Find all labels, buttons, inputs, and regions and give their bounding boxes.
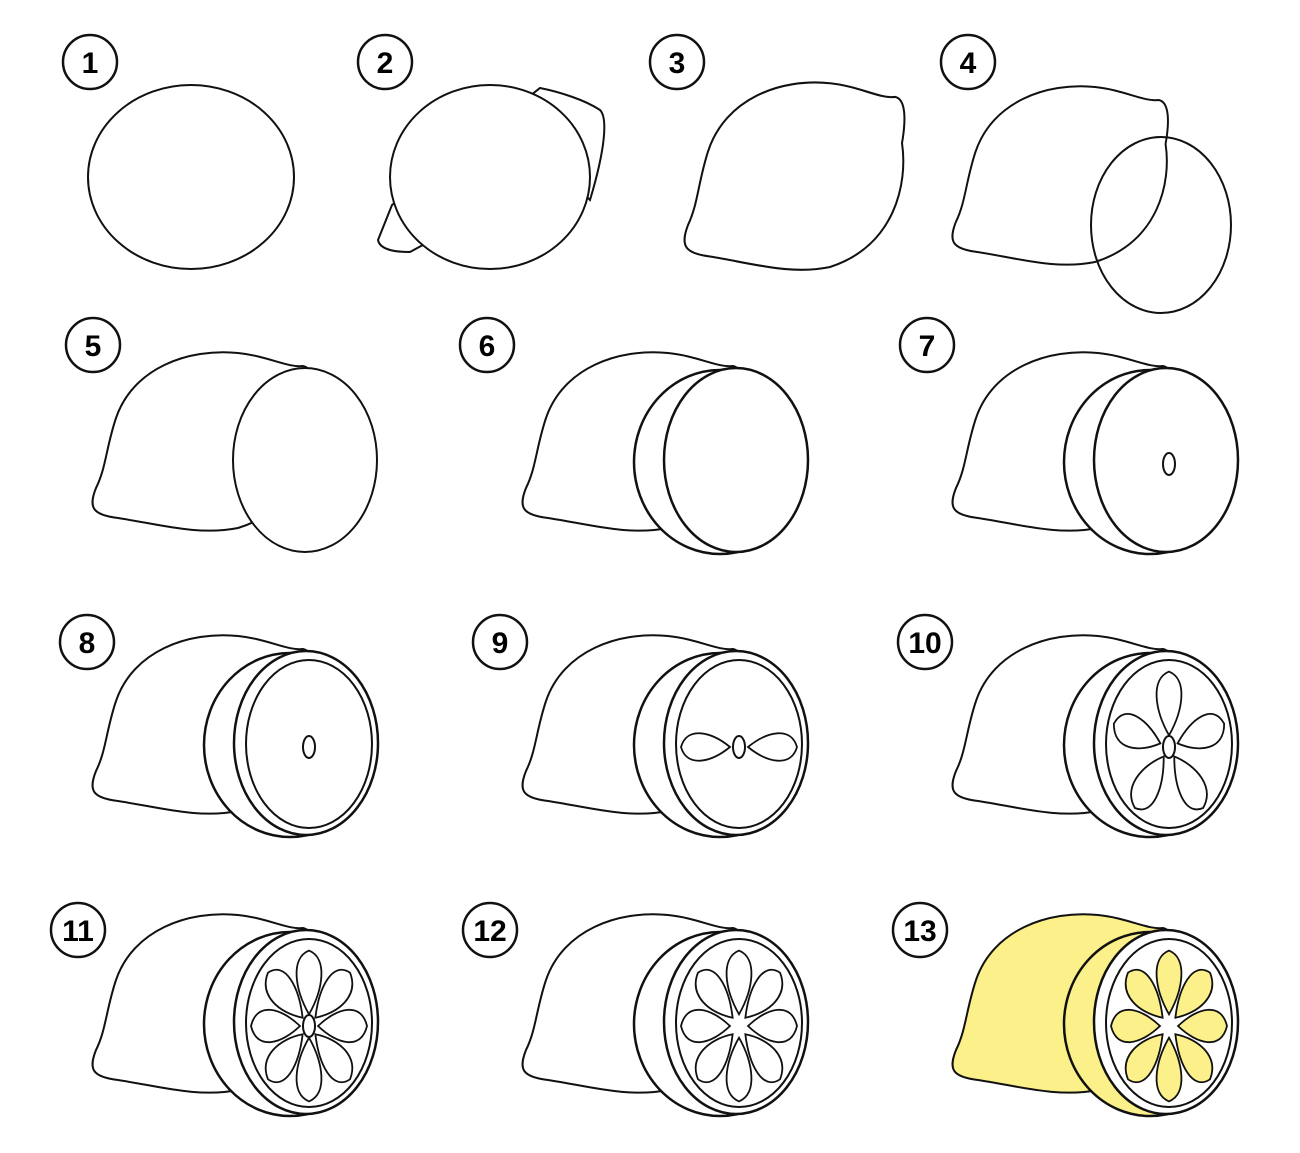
segment-petal xyxy=(1119,961,1171,1029)
lemon-outline xyxy=(951,85,1169,266)
segment-petal xyxy=(689,1023,741,1091)
base-ellipse xyxy=(389,84,591,270)
segment-petal xyxy=(251,1010,300,1042)
segment-petal xyxy=(1111,1010,1160,1042)
segment-petal xyxy=(727,951,752,1015)
lemon-group xyxy=(951,913,1240,1118)
segment-petal xyxy=(1125,747,1174,818)
segment-petal xyxy=(1164,747,1213,818)
step-number-label: 4 xyxy=(960,47,977,80)
step-9: 9 xyxy=(471,613,810,839)
step-6: 6 xyxy=(458,316,810,556)
segment-petal xyxy=(318,1010,367,1042)
segment-petal xyxy=(737,961,789,1029)
step-number-label: 9 xyxy=(492,627,509,660)
lemon-group xyxy=(521,351,810,556)
segment-petal xyxy=(737,1023,789,1091)
step-number-circle xyxy=(61,33,119,91)
step-number-label: 11 xyxy=(62,915,94,948)
lemon-group xyxy=(951,351,1240,556)
segment-petal xyxy=(297,1038,322,1102)
step-number-label: 8 xyxy=(79,627,96,660)
segment-petal xyxy=(1167,1023,1219,1091)
step-10: 10 xyxy=(896,613,1240,839)
step-number-circle xyxy=(471,613,529,671)
segments xyxy=(1111,951,1227,1102)
step-13: 13 xyxy=(891,901,1240,1118)
segment-petal xyxy=(1167,961,1219,1029)
lemon-group xyxy=(91,351,378,553)
segment-petal xyxy=(297,951,322,1015)
segments xyxy=(251,951,367,1102)
step-number-label: 1 xyxy=(82,47,99,80)
step-number-circle xyxy=(458,316,516,374)
cut-face-ellipse xyxy=(662,366,810,554)
center-core xyxy=(1162,735,1176,759)
center-core xyxy=(732,735,746,759)
segments xyxy=(681,733,797,761)
step-number-label: 2 xyxy=(377,47,394,80)
segment-petal xyxy=(1119,1023,1171,1091)
segments xyxy=(1110,672,1228,818)
step-number-label: 6 xyxy=(479,330,496,363)
step-number-circle xyxy=(49,901,107,959)
lemon-group xyxy=(951,634,1240,839)
center-core xyxy=(302,735,316,759)
step-number-label: 7 xyxy=(919,330,936,363)
step-number-circle xyxy=(461,901,519,959)
step-number-label: 10 xyxy=(908,627,941,660)
step-number-circle xyxy=(939,33,997,91)
segment-petal xyxy=(748,733,797,761)
segment-petal xyxy=(748,1010,797,1042)
step-2: 2 xyxy=(356,33,606,270)
segment-petal xyxy=(681,733,730,761)
step-4: 4 xyxy=(939,33,1232,314)
cut-guide-ellipse xyxy=(1090,136,1232,314)
step-7: 7 xyxy=(898,316,1240,556)
base-ellipse xyxy=(87,84,295,270)
segment-petal xyxy=(1174,708,1228,758)
segment-petal xyxy=(1178,1010,1227,1042)
segment-petal xyxy=(1110,708,1164,758)
step-3: 3 xyxy=(648,33,906,271)
segments xyxy=(681,951,797,1102)
center-core xyxy=(302,1014,316,1038)
segment-petal xyxy=(307,1023,359,1091)
step-11: 11 xyxy=(49,901,380,1118)
step-number-circle xyxy=(356,33,414,91)
step-number-label: 12 xyxy=(473,915,506,948)
lemon-group xyxy=(521,634,810,839)
lemon-group xyxy=(91,913,380,1118)
segment-petal xyxy=(1157,1038,1182,1102)
lemon-group xyxy=(91,634,380,839)
step-5: 5 xyxy=(64,316,378,553)
lemon-group xyxy=(521,913,810,1118)
segment-petal xyxy=(1157,672,1182,736)
step-number-label: 3 xyxy=(669,47,686,80)
segment-petal xyxy=(259,1023,311,1091)
segment-petal xyxy=(259,961,311,1029)
step-8: 8 xyxy=(58,613,380,839)
cut-face-ellipse xyxy=(232,367,378,553)
segment-petal xyxy=(727,1038,752,1102)
step-number-circle xyxy=(891,901,949,959)
center-core xyxy=(1162,452,1176,476)
step-number-circle xyxy=(896,613,954,671)
step-number-circle xyxy=(898,316,956,374)
step-number-circle xyxy=(58,613,116,671)
segment-petal xyxy=(681,1010,730,1042)
step-number-label: 5 xyxy=(85,330,102,363)
step-1: 1 xyxy=(61,33,295,270)
step-number-circle xyxy=(648,33,706,91)
step-number-circle xyxy=(64,316,122,374)
step-number-label: 13 xyxy=(903,915,936,948)
lemon-outline xyxy=(683,81,906,271)
segment-petal xyxy=(1157,951,1182,1015)
step-12: 12 xyxy=(461,901,810,1118)
segment-petal xyxy=(689,961,741,1029)
segment-petal xyxy=(307,961,359,1029)
